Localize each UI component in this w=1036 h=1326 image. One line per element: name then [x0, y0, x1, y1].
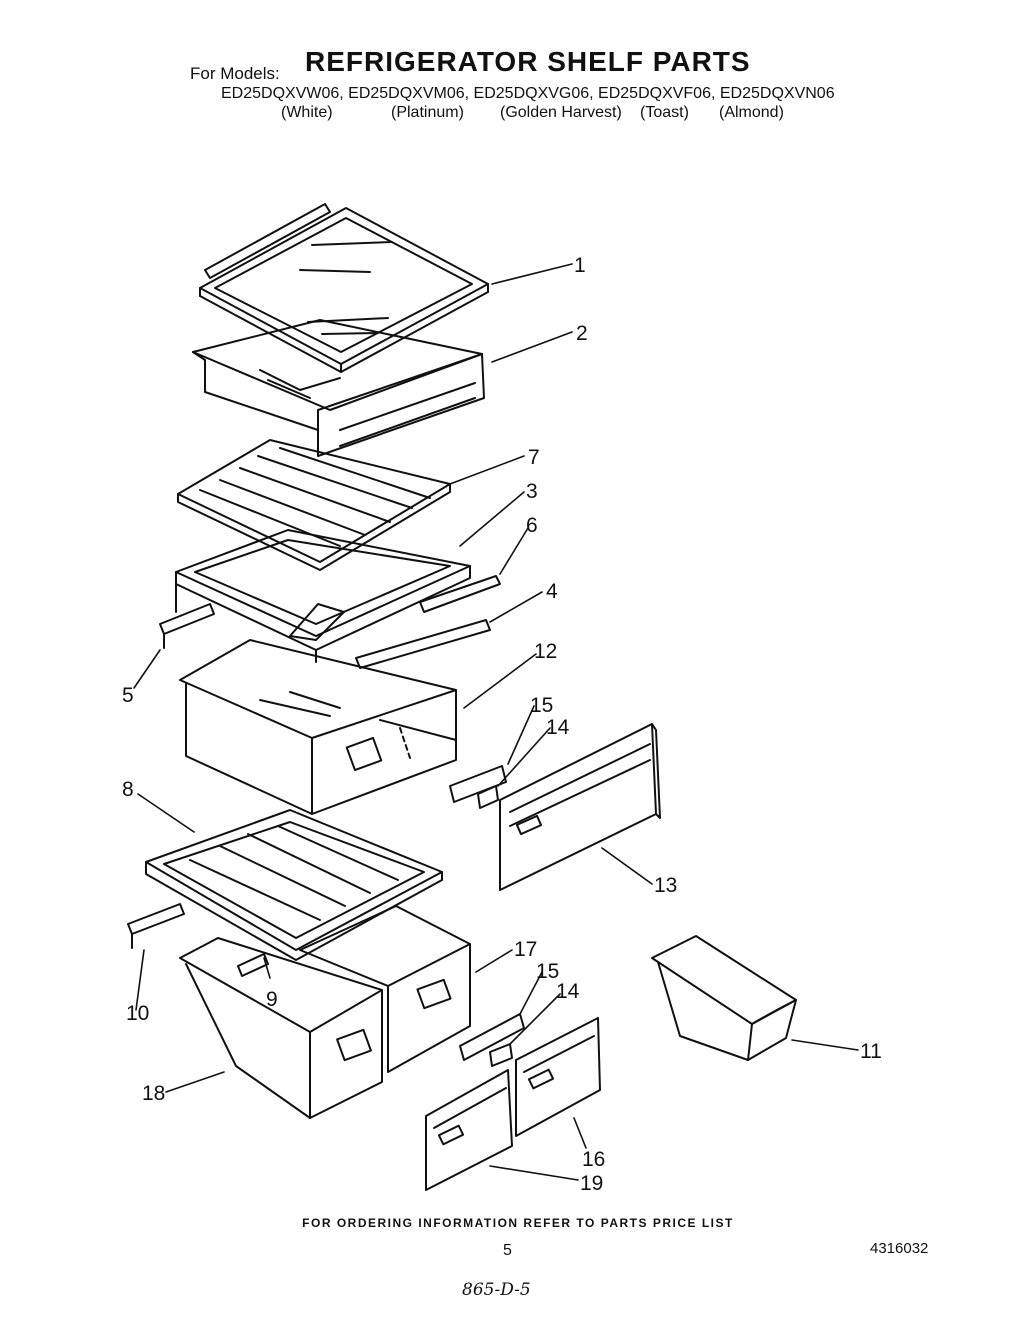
color-label-toast: (Toast): [640, 104, 689, 121]
for-models-label: For Models:: [190, 64, 280, 83]
color-label-golden-harvest: (Golden Harvest): [500, 104, 622, 121]
callout-1: 1: [574, 254, 586, 277]
callout-13: 13: [654, 874, 677, 897]
callout-14-lower: 14: [556, 980, 580, 1003]
ordering-note: FOR ORDERING INFORMATION REFER TO PARTS …: [302, 1216, 734, 1230]
part-15-bracket-lower: [459, 1013, 525, 1061]
color-label-platinum: (Platinum): [391, 104, 464, 121]
part-14-clip-lower: [489, 1043, 513, 1067]
part-7-crisper-cover-insert: [177, 439, 451, 571]
callout-3: 3: [526, 480, 538, 503]
callout-11: 11: [860, 1040, 882, 1063]
callout-19: 19: [580, 1172, 603, 1195]
part-1-glass-shelf: [199, 203, 489, 373]
callout-15-lower: 15: [536, 960, 559, 983]
part-13-crisper-front: [499, 723, 661, 891]
callout-12: 12: [534, 640, 557, 663]
callout-8: 8: [122, 778, 134, 801]
callout-7: 7: [528, 446, 540, 469]
callout-5: 5: [122, 684, 134, 707]
page-title: REFRIGERATOR SHELF PARTS: [305, 46, 751, 77]
color-label-white: (White): [281, 104, 333, 121]
part-11-door-bin: [651, 935, 797, 1061]
part-12-crisper-pan: [179, 639, 457, 815]
part-17-pan-right: [299, 905, 471, 1073]
part-5-rail: [159, 603, 215, 649]
callout-15-upper: 15: [530, 694, 553, 717]
callout-18: 18: [142, 1082, 165, 1105]
color-label-almond: (Almond): [719, 104, 784, 121]
model-list: ED25DQXVW06, ED25DQXVM06, ED25DQXVG06, E…: [221, 85, 835, 102]
part-6-rail: [419, 575, 501, 613]
callout-17: 17: [514, 938, 537, 961]
callout-4: 4: [546, 580, 558, 603]
part-2-drawer: [192, 319, 485, 457]
leader-lines: [133, 263, 859, 1181]
callout-10: 10: [126, 1002, 149, 1025]
callout-16: 16: [582, 1148, 605, 1171]
callout-14-upper: 14: [546, 716, 570, 739]
handwritten-code: 865-D-5: [462, 1280, 531, 1300]
part-16-front-right: [515, 1017, 601, 1137]
callout-2: 2: [576, 322, 588, 345]
part-19-front-left: [425, 1069, 513, 1191]
part-14-clip-upper: [477, 785, 499, 809]
page-number: 5: [503, 1242, 512, 1259]
part-9-clip: [237, 953, 269, 977]
callout-9: 9: [266, 988, 278, 1011]
document-number: 4316032: [870, 1240, 929, 1257]
part-3-crisper-cover-frame: [175, 529, 471, 663]
part-15-bracket-upper: [449, 765, 507, 803]
part-8-lower-crisper-cover: [145, 809, 443, 961]
part-10-rail: [127, 903, 185, 949]
part-4-rail: [355, 619, 491, 669]
callout-6: 6: [526, 514, 538, 537]
callout-labels: 1 2 7 3 6 4 12 5 15 14 8 13 17 15 14 10 …: [122, 254, 882, 1195]
part-18-pan-left: [179, 937, 383, 1119]
